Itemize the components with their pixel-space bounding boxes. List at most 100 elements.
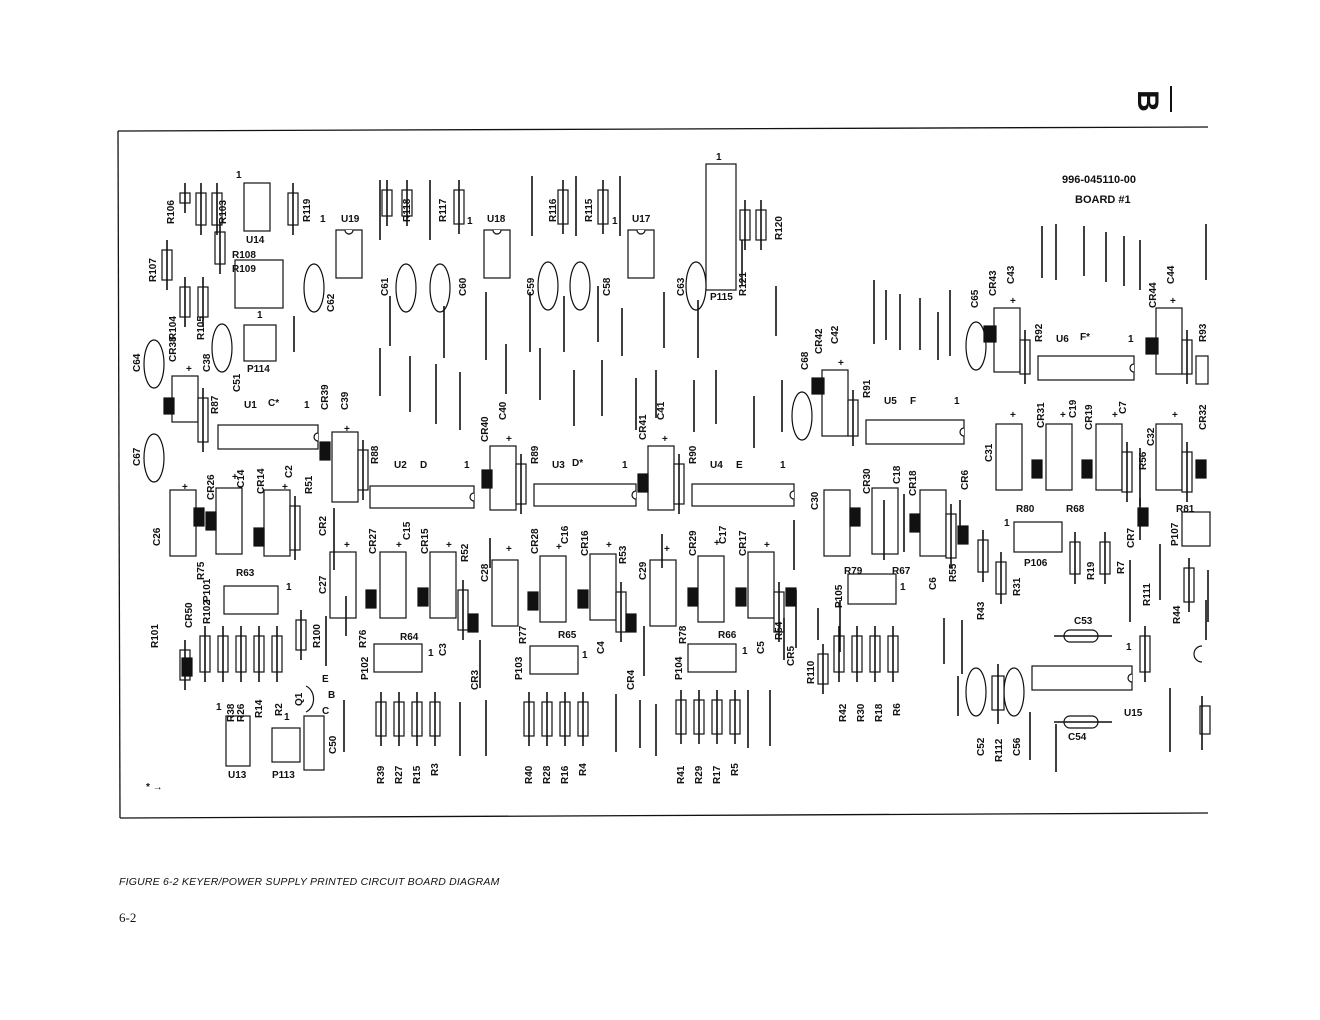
- component-label: +: [506, 544, 512, 555]
- diode-band: [1195, 459, 1207, 479]
- component-label: +: [606, 540, 612, 551]
- capacitor-body: [489, 445, 517, 511]
- component-label: R30: [856, 703, 867, 722]
- connector-body: [687, 643, 737, 673]
- component-label: C56: [1012, 737, 1023, 756]
- component-label: C63: [676, 277, 687, 296]
- component-label: U4: [710, 460, 723, 471]
- component-label: +: [1010, 296, 1016, 307]
- component-label: R88: [370, 445, 381, 464]
- component-label: R79: [844, 566, 863, 577]
- diode-band: [163, 397, 175, 415]
- component-label: R117: [438, 198, 449, 222]
- component-label: C7: [1118, 401, 1129, 414]
- diode-band: [181, 657, 193, 677]
- component-label: F*: [1080, 332, 1090, 343]
- connector-body: [529, 645, 579, 675]
- diode-band: [417, 587, 429, 607]
- capacitor-body: [395, 263, 417, 313]
- ic-body: [225, 715, 251, 767]
- component-label: R81: [1176, 504, 1195, 515]
- component-label: R92: [1034, 323, 1045, 342]
- capacitor-body: [685, 261, 707, 311]
- capacitor-body: [303, 263, 325, 313]
- connector-body: [223, 585, 279, 615]
- diode-band: [909, 513, 921, 533]
- component-label: 1: [286, 582, 292, 593]
- component-label: CR44: [1148, 282, 1159, 308]
- component-label: R63: [236, 568, 255, 579]
- component-label: P107: [1170, 522, 1181, 546]
- component-label: C: [322, 706, 329, 717]
- diode-band: [1137, 507, 1149, 527]
- component-label: R104: [168, 316, 179, 340]
- component-label: C30: [810, 491, 821, 510]
- component-label: U3: [552, 460, 565, 471]
- component-label: R120: [774, 216, 785, 240]
- component-label: C40: [498, 401, 509, 420]
- connector-body: [705, 163, 737, 291]
- component-label: C18: [892, 465, 903, 484]
- component-label: R112: [994, 738, 1005, 762]
- component-label: R75: [196, 561, 207, 580]
- diode-band: [205, 511, 217, 531]
- component-label: U13: [228, 770, 247, 781]
- component-label: 1: [582, 650, 588, 661]
- component-label: +: [344, 424, 350, 435]
- connector-body: [1013, 521, 1063, 553]
- capacitor-body: [697, 555, 725, 623]
- component-label: CR29: [688, 530, 699, 556]
- capacitor-body: [649, 559, 677, 627]
- component-label: C65: [970, 289, 981, 308]
- component-label: C5: [756, 641, 767, 654]
- component-label: R6: [892, 703, 903, 716]
- component-label: Q1: [294, 692, 305, 706]
- component-label: R115: [584, 198, 595, 222]
- diode-band: [253, 527, 265, 547]
- component-label: F: [910, 396, 916, 407]
- component-label: CR18: [908, 470, 919, 496]
- component-label: +: [232, 472, 238, 483]
- component-label: C60: [458, 277, 469, 296]
- component-label: C39: [340, 391, 351, 410]
- capacitor-body: [791, 391, 813, 441]
- component-label: C42: [830, 325, 841, 344]
- capacitor-body: [491, 559, 519, 627]
- component-label: +: [1112, 410, 1118, 421]
- component-label: CR39: [320, 384, 331, 410]
- capacitor-body: [429, 551, 457, 619]
- component-label: C19: [1068, 399, 1079, 418]
- ic-body: [369, 485, 475, 509]
- component-label: +: [662, 434, 668, 445]
- component-label: CR15: [420, 528, 431, 554]
- capacitor-body: [747, 551, 775, 619]
- ic-body: [533, 483, 637, 507]
- component-label: 1: [1126, 642, 1132, 653]
- component-label: R118: [402, 198, 413, 222]
- component-label: U1: [244, 400, 257, 411]
- diode-band: [983, 325, 997, 343]
- component-label: R5: [730, 763, 741, 776]
- component-label: R103: [218, 200, 229, 224]
- component-label: +: [344, 540, 350, 551]
- component-label: 1: [900, 582, 906, 593]
- capacitor-body: [215, 487, 243, 555]
- component-label: P115: [710, 292, 733, 303]
- component-label: 1: [622, 460, 628, 471]
- component-label: +: [664, 544, 670, 555]
- component-label: C15: [402, 521, 413, 540]
- component-label: CR40: [480, 416, 491, 442]
- figure-caption: FIGURE 6-2 KEYER/POWER SUPPLY PRINTED CI…: [119, 876, 500, 888]
- ic-notch: [959, 427, 965, 437]
- component-label: +: [1172, 410, 1178, 421]
- component-label: P106: [1024, 558, 1048, 569]
- component-label: D*: [572, 458, 583, 469]
- ic-notch: [313, 432, 319, 442]
- component-label: R76: [358, 629, 369, 648]
- ic-notch: [1127, 673, 1133, 683]
- ic-body: [865, 419, 965, 445]
- capacitor-body: [995, 423, 1023, 491]
- component-label: +: [838, 358, 844, 369]
- component-label: R14: [254, 699, 265, 718]
- component-label: C61: [380, 277, 391, 296]
